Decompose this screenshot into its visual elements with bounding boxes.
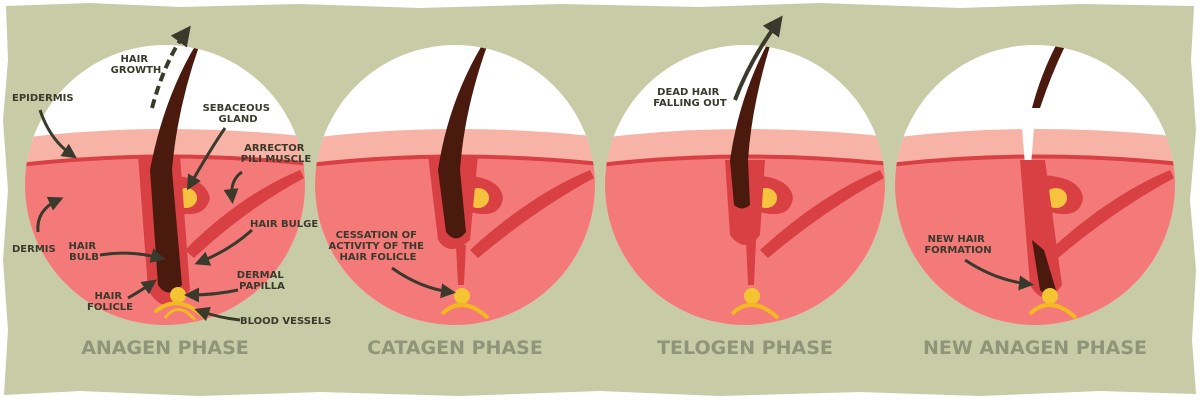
hair-growth-label: HAIR GROWTH xyxy=(111,54,162,76)
sebaceous-gland-label: SEBACEOUS GLAND xyxy=(203,103,274,125)
dermis-label: DERMIS xyxy=(12,244,56,255)
new-anagen-panel: NEW HAIR FORMATION NEW ANAGEN PHASE xyxy=(895,45,1175,359)
catagen-panel: CESSATION OF ACTIVITY OF THE HAIR FOLICL… xyxy=(315,45,595,359)
telogen-phase-title: TELOGEN PHASE xyxy=(657,337,833,359)
arrector-pili-muscle-label: ARRECTOR PILI MUSCLE xyxy=(241,143,312,165)
epidermis-label: EPIDERMIS xyxy=(12,93,74,104)
anagen-phase-title: ANAGEN PHASE xyxy=(81,337,249,359)
cessation-label: CESSATION OF ACTIVITY OF THE HAIR FOLICL… xyxy=(329,230,428,263)
telogen-panel: DEAD HAIR FALLING OUT TELOGEN PHASE xyxy=(605,15,885,359)
blood-vessels-label: BLOOD VESSELS xyxy=(240,316,331,327)
anagen-panel: HAIR GROWTH EPIDERMIS SEBACEOUS GLAND AR… xyxy=(12,25,331,359)
hair-bulge-label: HAIR BULGE xyxy=(250,219,318,230)
hair-bulb-label: HAIR BULB xyxy=(68,241,99,263)
dead-hair-label: DEAD HAIR FALLING OUT xyxy=(653,87,727,109)
hair-folicle-label: HAIR FOLICLE xyxy=(87,291,133,313)
catagen-phase-title: CATAGEN PHASE xyxy=(367,337,543,359)
new-hair-label: NEW HAIR FORMATION xyxy=(924,234,991,256)
dermal-papilla-label: DERMAL PAPILLA xyxy=(237,270,287,292)
paper-background xyxy=(3,3,1196,396)
new-anagen-phase-title: NEW ANAGEN PHASE xyxy=(923,337,1147,359)
